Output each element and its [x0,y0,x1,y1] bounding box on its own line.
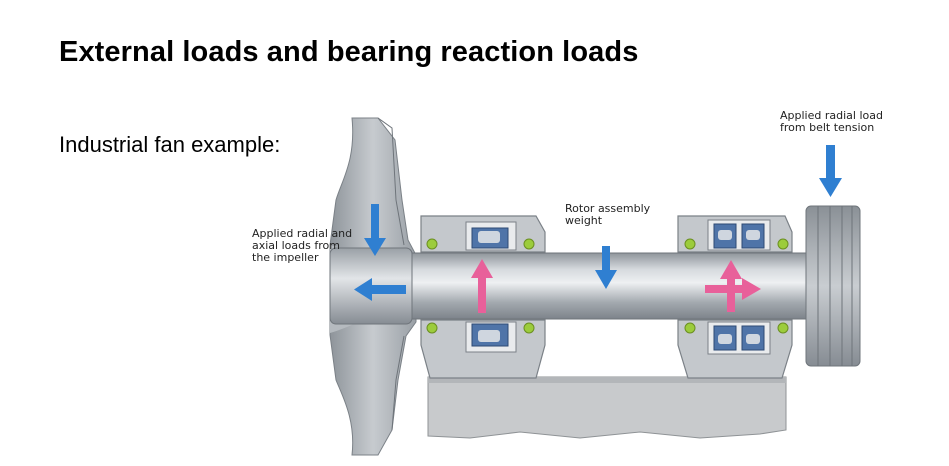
impeller-label-line-3: the impeller [252,251,319,264]
right-bearing-housing [677,215,793,379]
slide-subtitle: Industrial fan example: [59,132,281,157]
belt-label-line-2: from belt tension [780,121,874,134]
right-seal-top-b [777,238,789,250]
right-bearing-radial-reaction-arrow [720,260,742,312]
slide-title: External loads and bearing reaction load… [59,36,639,68]
impeller-load-label: Applied radial and axial loads from the … [252,227,356,264]
right-bearing-axial-reaction-arrow [705,278,761,300]
rotor-weight-arrow [595,246,617,289]
right-seal-top-a [684,238,696,250]
rotor-label-line-2: weight [565,214,603,227]
right-seal-bottom-b [777,322,789,334]
belt-pulley [805,205,861,367]
rotor-label-line-1: Rotor assembly [565,202,651,215]
belt-tension-label: Applied radial load from belt tension [780,109,886,134]
left-seal-bottom-b [523,322,535,334]
belt-tension-arrow [819,145,842,197]
impeller-label-line-2: axial loads from [252,239,340,252]
rotor-weight-label: Rotor assembly weight [565,202,654,227]
left-seal-top-b [523,238,535,250]
belt-label-line-1: Applied radial load [780,109,883,122]
impeller-label-line-1: Applied radial and [252,227,352,240]
left-bearing-housing [420,215,546,379]
foundation-base [427,376,787,439]
left-bearing-reaction-arrow [471,259,493,313]
impeller-axial-load-arrow [354,278,406,301]
impeller-radial-load-arrow [364,204,386,256]
left-seal-top-a [426,238,438,250]
right-seal-bottom-a [684,322,696,334]
left-seal-bottom-a [426,322,438,334]
